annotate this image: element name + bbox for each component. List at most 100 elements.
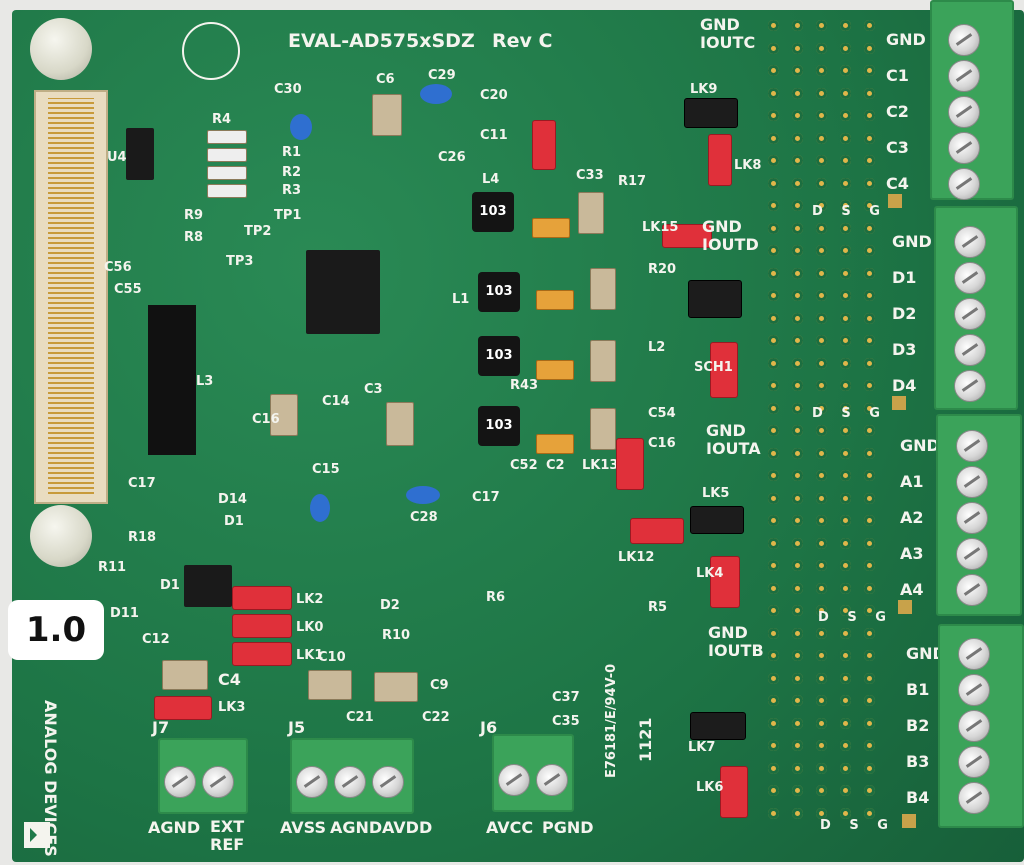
grid-hole — [792, 627, 803, 639]
refdes-c20: C20 — [480, 88, 508, 103]
grid-hole — [792, 785, 803, 796]
screw-d3[interactable] — [954, 334, 986, 366]
refdes-r18: R18 — [128, 530, 157, 545]
screw-j5-3[interactable] — [372, 766, 404, 798]
proto-grid — [768, 20, 894, 830]
grid-hole — [816, 20, 827, 31]
terminal-label-d2: D2 — [892, 304, 917, 323]
grid-hole — [816, 740, 827, 751]
jumper-lk0[interactable] — [232, 614, 292, 638]
screw-j7-2[interactable] — [202, 766, 234, 798]
screw-c3[interactable] — [948, 132, 980, 164]
refdes-tp3: TP3 — [226, 254, 254, 269]
grid-hole — [840, 492, 851, 504]
grid-hole — [864, 492, 875, 504]
screw-a3[interactable] — [956, 538, 988, 570]
screw-d4[interactable] — [954, 370, 986, 402]
screw-c4[interactable] — [948, 168, 980, 200]
grid-hole — [840, 695, 851, 706]
jumper-lk5[interactable] — [690, 506, 744, 534]
grid-hole — [768, 492, 779, 504]
grid-hole — [840, 560, 851, 571]
refdes-c2: LK13 — [582, 458, 619, 473]
screw-a2[interactable] — [956, 502, 988, 534]
refdes-c3: C3 — [364, 382, 383, 397]
screw-gnd[interactable] — [954, 226, 986, 258]
refdes-c33: C33 — [576, 168, 604, 183]
grid-hole — [864, 672, 875, 684]
screw-gnd[interactable] — [956, 430, 988, 462]
grid-hole — [768, 357, 779, 369]
jumper-lk10[interactable] — [710, 342, 738, 398]
grid-hole — [840, 335, 851, 346]
refdes-j5: J5 — [288, 718, 306, 737]
analog-devices-logo: ANALOG DEVICES — [16, 700, 70, 857]
grid-hole — [840, 582, 851, 594]
terminal-label-c3: C3 — [886, 138, 909, 157]
ic-u4 — [126, 128, 154, 180]
jumper-lk8[interactable] — [708, 134, 732, 186]
refdes-lk2: LK2 — [296, 592, 324, 607]
jumper-lk13[interactable] — [616, 438, 644, 490]
screw-b2[interactable] — [958, 710, 990, 742]
jumper-lk7[interactable] — [690, 712, 746, 740]
grid-hole — [816, 560, 827, 571]
tant-c1 — [532, 218, 570, 238]
screw-b3[interactable] — [958, 746, 990, 778]
screw-j5-1[interactable] — [296, 766, 328, 798]
grid-hole — [864, 42, 875, 54]
jumper-lk4[interactable] — [710, 556, 740, 608]
jumper-lk11[interactable] — [688, 280, 742, 318]
jumper-lk6[interactable] — [720, 766, 748, 818]
screw-b1[interactable] — [958, 674, 990, 706]
grid-hole — [768, 20, 779, 31]
screw-a1[interactable] — [956, 466, 988, 498]
grid-hole — [840, 20, 851, 31]
grid-hole — [816, 155, 827, 166]
jumper-lk15[interactable] — [662, 224, 712, 248]
grid-hole — [816, 245, 827, 256]
screw-b4[interactable] — [958, 782, 990, 814]
grid-hole — [840, 425, 851, 436]
terminal-label-a2: A2 — [900, 508, 924, 527]
grid-hole — [792, 717, 803, 729]
inductor-l4: 103 — [472, 192, 514, 232]
refdes-r17: R17 — [618, 174, 647, 189]
screw-a4[interactable] — [956, 574, 988, 606]
refdes-c22: C22 — [422, 710, 450, 725]
jumper-lk1[interactable] — [232, 642, 292, 666]
screw-j5-2[interactable] — [334, 766, 366, 798]
jumper-lk3[interactable] — [154, 696, 212, 720]
refdes-j6: J6 — [480, 718, 498, 737]
jumper-lk2[interactable] — [232, 586, 292, 610]
jumper-lk9[interactable] — [684, 98, 738, 128]
grid-hole — [864, 762, 875, 774]
screw-c1[interactable] — [948, 60, 980, 92]
refdes-lk3: LK3 — [218, 700, 246, 715]
grid-hole — [864, 65, 875, 76]
cap-c28 — [406, 486, 440, 504]
grid-hole — [768, 627, 779, 639]
jumper-lk14[interactable] — [532, 120, 556, 170]
refdes-lk7: LK7 — [688, 740, 716, 755]
screw-gnd[interactable] — [958, 638, 990, 670]
screw-d1[interactable] — [954, 262, 986, 294]
screw-j6-2[interactable] — [536, 764, 568, 796]
screw-j7-1[interactable] — [164, 766, 196, 798]
terminal-label-b2: B2 — [906, 716, 930, 735]
screw-j6-1[interactable] — [498, 764, 530, 796]
label-avdd: AVDD — [382, 818, 433, 837]
grid-hole — [840, 177, 851, 189]
screw-c2[interactable] — [948, 96, 980, 128]
grid-hole — [816, 650, 827, 661]
group-header-c: GND IOUTC — [700, 15, 756, 52]
grid-hole — [816, 290, 827, 301]
grid-hole — [792, 155, 803, 166]
grid-hole — [864, 155, 875, 166]
screw-d2[interactable] — [954, 298, 986, 330]
grid-hole — [864, 380, 875, 391]
jumper-lk12[interactable] — [630, 518, 684, 544]
screw-gnd[interactable] — [948, 24, 980, 56]
refdes-r9: R9 — [184, 208, 204, 223]
grid-hole — [864, 312, 875, 324]
